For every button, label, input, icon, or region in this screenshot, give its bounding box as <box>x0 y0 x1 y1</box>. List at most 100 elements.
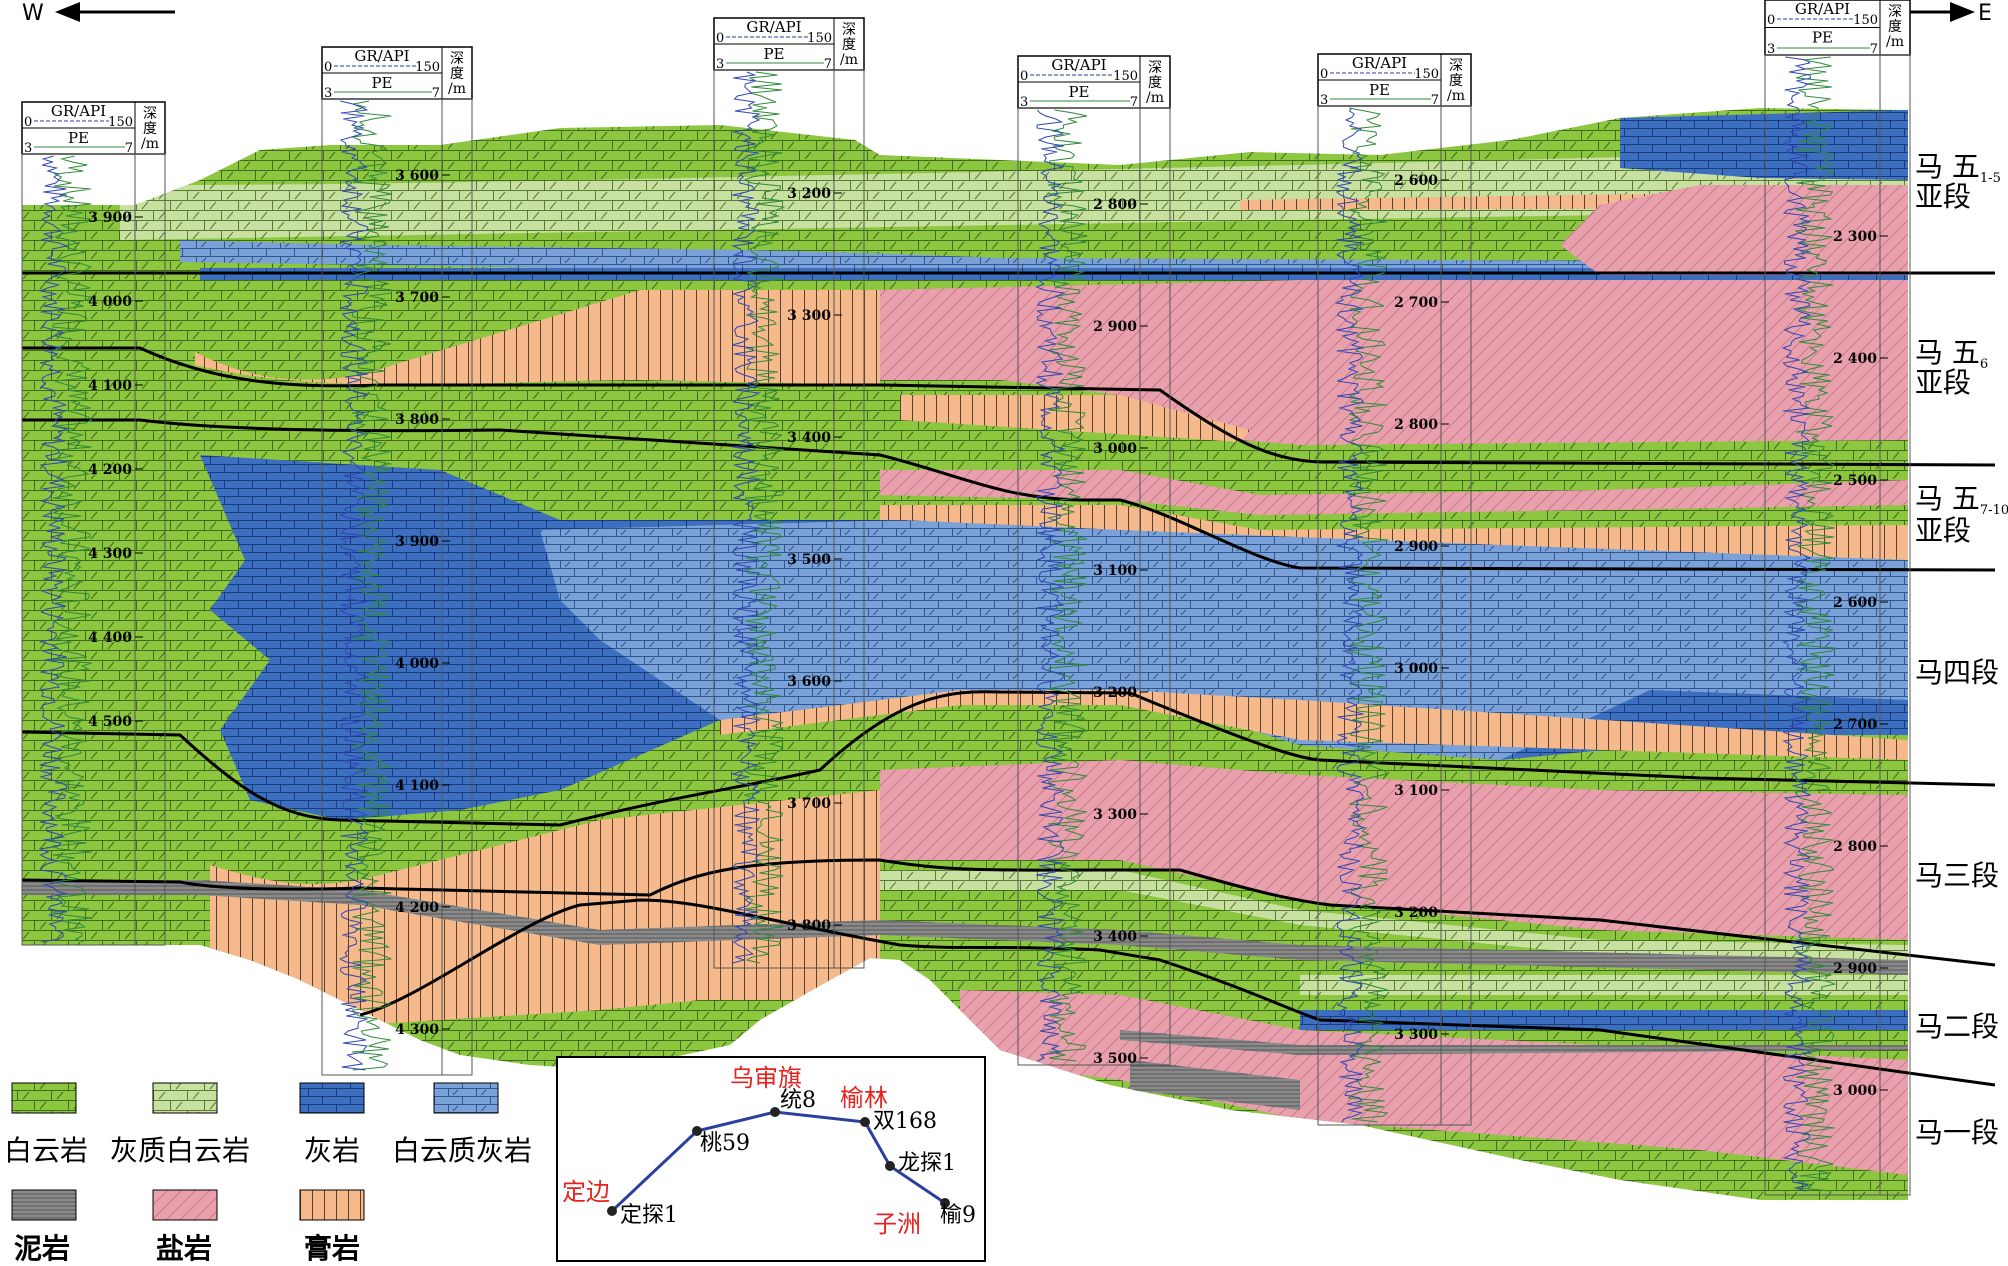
gr-curve <box>731 71 762 964</box>
depth-tick-label: 2 600 <box>1394 173 1438 189</box>
salt-ma3 <box>880 760 1908 940</box>
gr-max: 150 <box>1853 13 1878 28</box>
legend-item-mudstone: 泥岩 <box>11 1189 77 1265</box>
gypsum-ma3-west <box>210 790 880 1027</box>
mudstone-ma1 <box>1130 1060 1300 1110</box>
gr-label: GR/API <box>1051 56 1106 74</box>
unit-ma4: 马四段 <box>1915 656 1999 689</box>
pe-max: 7 <box>1130 95 1138 110</box>
depth-tick-label: 3 100 <box>1394 783 1438 799</box>
depth-tick-label: 4 400 <box>88 630 132 646</box>
boundary-ma4-ma3 <box>21 690 1996 827</box>
unit-boundaries <box>21 271 1996 1087</box>
svg-text:膏岩: 膏岩 <box>304 1232 360 1265</box>
unit-ma2: 马二段 <box>1915 1010 1999 1043</box>
lime-dolomite-ma3 <box>880 870 1908 965</box>
depth-label: 深度/m <box>448 51 466 97</box>
lime-dolomite-ma2 <box>1300 975 1908 995</box>
well-column-frame <box>713 69 865 969</box>
inset-place-dingbian: 定边 <box>562 1178 610 1206</box>
legend: 白云岩 灰质白云岩 灰岩 白云质灰岩 泥岩 盐岩 膏岩 <box>4 1082 532 1265</box>
unit-ma5-7-10-line2: 亚段 <box>1915 514 1971 547</box>
depth-tick-label: 2 500 <box>1833 473 1877 489</box>
inset-label-dingtan1: 定探1 <box>620 1203 678 1228</box>
unit-ma5-1-5: 马 五1-5 <box>1915 150 2001 186</box>
depth-tick-label: 3 300 <box>1093 807 1137 823</box>
svg-text:白云质灰岩: 白云质灰岩 <box>392 1134 532 1167</box>
pe-label: PE <box>68 129 89 147</box>
pe-curve <box>1794 56 1837 1192</box>
boundary-ma5-ma4 <box>22 418 1996 572</box>
gr-label: GR/API <box>1795 0 1850 18</box>
pe-min: 3 <box>1767 42 1775 57</box>
svg-text:灰质白云岩: 灰质白云岩 <box>110 1134 250 1167</box>
depth-tick-label: 3 900 <box>395 534 439 550</box>
legend-item-dolomite: 白云岩 <box>4 1082 88 1167</box>
depth-tick-label: 3 900 <box>88 210 132 226</box>
depth-tick-label: 3 400 <box>1093 929 1137 945</box>
depth-tick-label: 4 300 <box>395 1022 439 1038</box>
depth-tick-label: 3 200 <box>1394 905 1438 921</box>
gr-min: 0 <box>1767 13 1775 28</box>
depth-tick-label: 2 400 <box>1833 351 1877 367</box>
depth-label: 深度/m <box>840 22 858 68</box>
inset-place-wushenqi: 乌审旗 <box>730 1064 802 1092</box>
inset-label-shuang168: 双168 <box>873 1109 937 1134</box>
depth-tick-label: 2 900 <box>1833 961 1877 977</box>
depth-label: 深度/m <box>1886 4 1904 50</box>
inset-well-dot <box>607 1206 617 1216</box>
salt-ma1 <box>960 990 1908 1175</box>
legend-item-lime-dolomite: 灰质白云岩 <box>110 1082 250 1167</box>
depth-tick-label: 4 500 <box>88 714 132 730</box>
depth-tick-label: 2 700 <box>1833 717 1877 733</box>
gr-min: 0 <box>24 115 32 130</box>
pe-label: PE <box>371 74 392 92</box>
depth-tick-label: 3 400 <box>787 430 831 446</box>
pe-label: PE <box>1369 81 1390 99</box>
mudstone-ma2 <box>1120 1030 1908 1055</box>
unit-ma5-6-line2: 亚段 <box>1915 366 1971 399</box>
salt-upper-east <box>1560 185 1908 275</box>
gypsum-ma56-west <box>195 290 880 385</box>
depth-tick-label: 3 700 <box>787 796 831 812</box>
gr-curve <box>1781 56 1813 1192</box>
boundary-ma2-ma1 <box>359 898 1996 1087</box>
pe-max: 7 <box>824 57 832 72</box>
inset-well-dot <box>940 1198 950 1208</box>
gr-label: GR/API <box>354 47 409 65</box>
depth-tick-label: 2 800 <box>1093 197 1137 213</box>
depth-tick-label: 3 800 <box>787 918 831 934</box>
depth-tick-label: 4 000 <box>395 656 439 672</box>
pe-max: 7 <box>125 141 133 156</box>
inset-profile-line <box>610 1110 946 1213</box>
depth-tick-label: 2 900 <box>1093 319 1137 335</box>
gr-max: 150 <box>807 31 832 46</box>
gr-curve <box>1034 109 1066 1062</box>
inset-place-zizhou: 子洲 <box>873 1210 921 1238</box>
depth-tick-label: 3 300 <box>1394 1027 1438 1043</box>
pe-max: 7 <box>432 86 440 101</box>
gr-max: 150 <box>1414 67 1439 82</box>
salt-ma57-band <box>880 470 1908 515</box>
svg-text:W: W <box>22 1 44 26</box>
pe-curve <box>350 100 393 1071</box>
unit-ma5-7-10: 马 五7-10 <box>1915 482 2008 518</box>
depth-tick-label: 2 300 <box>1833 229 1877 245</box>
depth-tick-label: 3 600 <box>395 168 439 184</box>
pe-curve <box>50 155 94 943</box>
svg-text:泥岩: 泥岩 <box>14 1232 70 1265</box>
depth-label: 深度/m <box>1447 58 1465 104</box>
depth-tick-label: 3 000 <box>1394 661 1438 677</box>
depth-tick-label: 3 100 <box>1093 563 1137 579</box>
unit-ma1: 马一段 <box>1915 1116 1999 1149</box>
svg-text:白云岩: 白云岩 <box>4 1134 88 1167</box>
depth-tick-label: 3 000 <box>1093 441 1137 457</box>
inset-well-dot <box>770 1107 780 1117</box>
location-inset: 定探1 桃59 统8 双168 龙探1 榆9 定边 乌审旗 榆林 子洲 <box>556 1056 986 1262</box>
boundary-ma5-6-7 <box>22 346 1996 467</box>
well-column-frame <box>1317 105 1472 1126</box>
